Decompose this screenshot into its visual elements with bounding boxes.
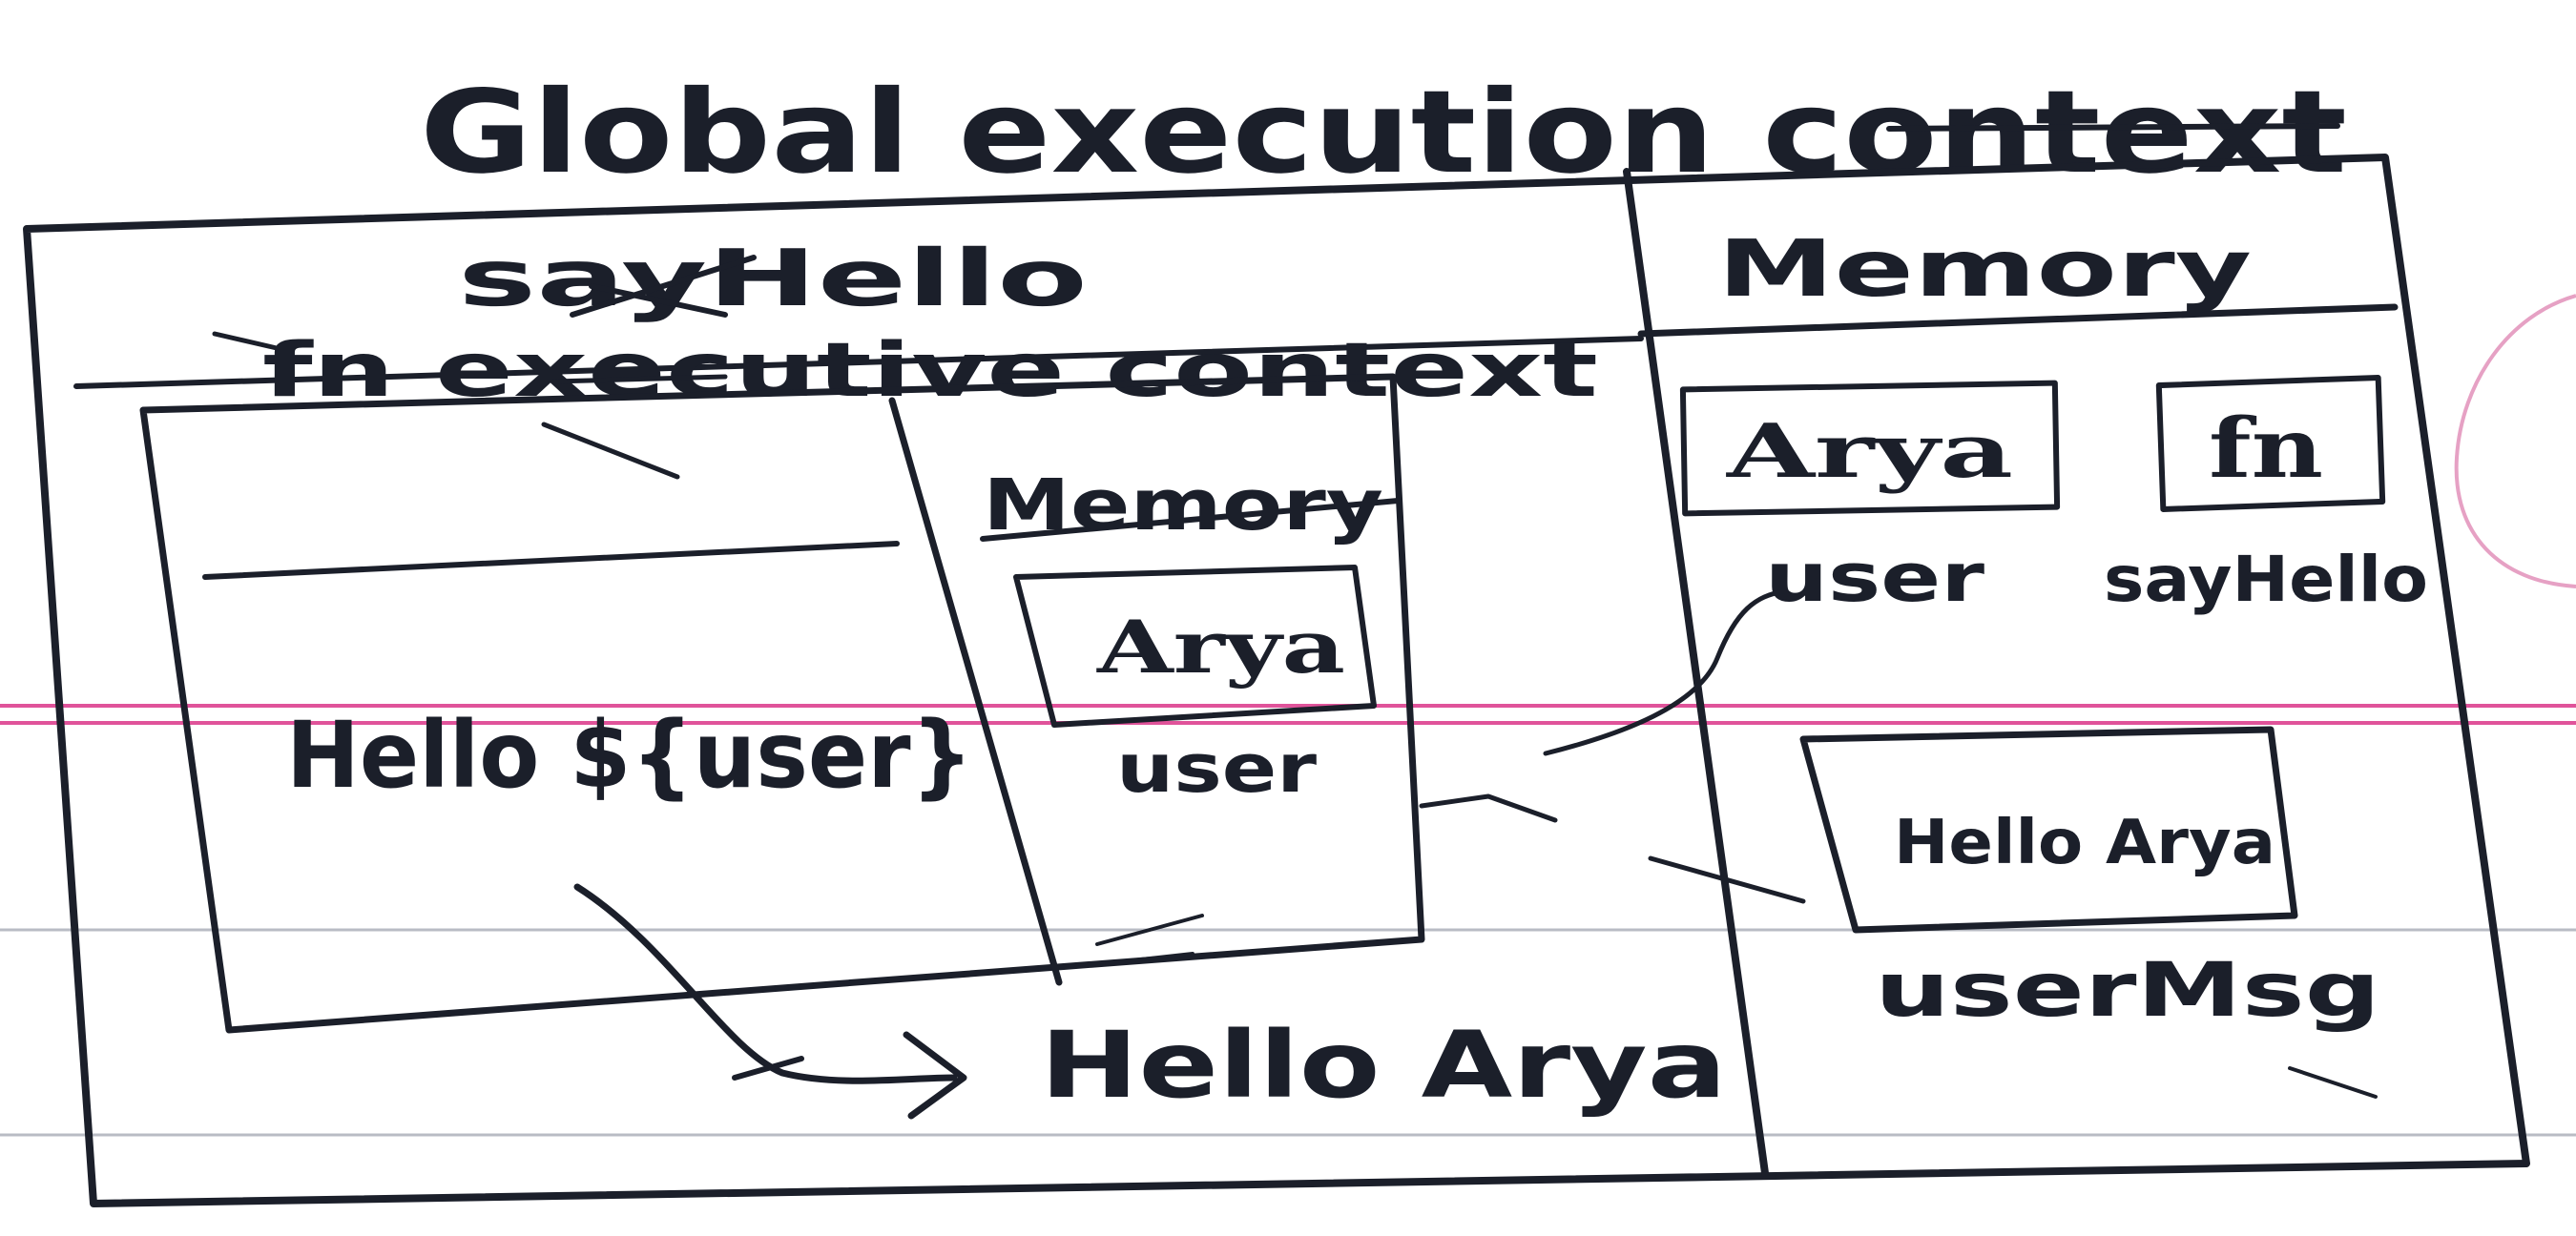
global-memory-label: Memory: [1717, 224, 2252, 315]
connector-stroke-3: [1648, 855, 1806, 904]
function-name-label: sayHello: [458, 234, 1088, 324]
global-var-usermsg-box: [1799, 726, 2298, 934]
function-label-scribble: [212, 331, 728, 384]
connector-stroke-2: [1419, 793, 1558, 823]
function-memory-header-line: [980, 498, 1401, 542]
function-code-line: [202, 541, 900, 580]
function-inner-divider: [888, 397, 1063, 986]
return-arrow-tail: [732, 1056, 804, 1081]
function-context-box: [139, 373, 1425, 1034]
global-var-usermsg-value: Hello Arya: [1894, 808, 2275, 878]
global-var-user-box: [1679, 380, 2061, 517]
function-var-user-value: Arya: [1096, 605, 1345, 690]
global-var-user-name: user: [1765, 539, 1985, 617]
pink-margin-doodle: [2454, 294, 2576, 588]
global-var-sayhello-box: [2155, 375, 2386, 512]
global-var-sayhello: fn sayHello: [2104, 375, 2428, 616]
global-var-user-value: Arya: [1725, 408, 2013, 495]
function-var-user-box: [1013, 565, 1377, 728]
connector-stroke-1: [1543, 588, 1787, 756]
global-var-sayhello-name: sayHello: [2104, 543, 2428, 616]
function-scribble-mark: [541, 422, 680, 480]
function-name-scribble: [570, 255, 757, 318]
diagram-title: Global execution context: [420, 67, 2347, 199]
global-var-usermsg-name: userMsg: [1875, 948, 2380, 1034]
global-var-user: Arya user: [1679, 380, 2061, 617]
function-var-user: Arya user: [1013, 565, 1377, 808]
ruled-lines: [0, 704, 2576, 1137]
function-label-separator: [73, 336, 1644, 389]
return-value: Hello Arya: [1040, 1012, 1727, 1119]
global-divider: [1623, 168, 1769, 1177]
function-memory-label: Memory: [983, 464, 1383, 546]
global-var-sayhello-value: fn: [2209, 401, 2323, 497]
global-context-box: [23, 154, 2530, 1207]
return-arrow: [573, 883, 958, 1084]
function-code: Hello ${user}: [286, 702, 973, 809]
return-arrow-head: [903, 1031, 967, 1120]
connector-stroke-4: [1095, 914, 1204, 965]
connector-stroke-5: [2288, 1066, 2378, 1099]
global-var-usermsg: Hello Arya userMsg: [1799, 726, 2380, 1034]
function-var-user-name: user: [1116, 730, 1318, 808]
title-underline: [1886, 123, 2340, 132]
global-memory-header-line: [1637, 303, 2399, 338]
